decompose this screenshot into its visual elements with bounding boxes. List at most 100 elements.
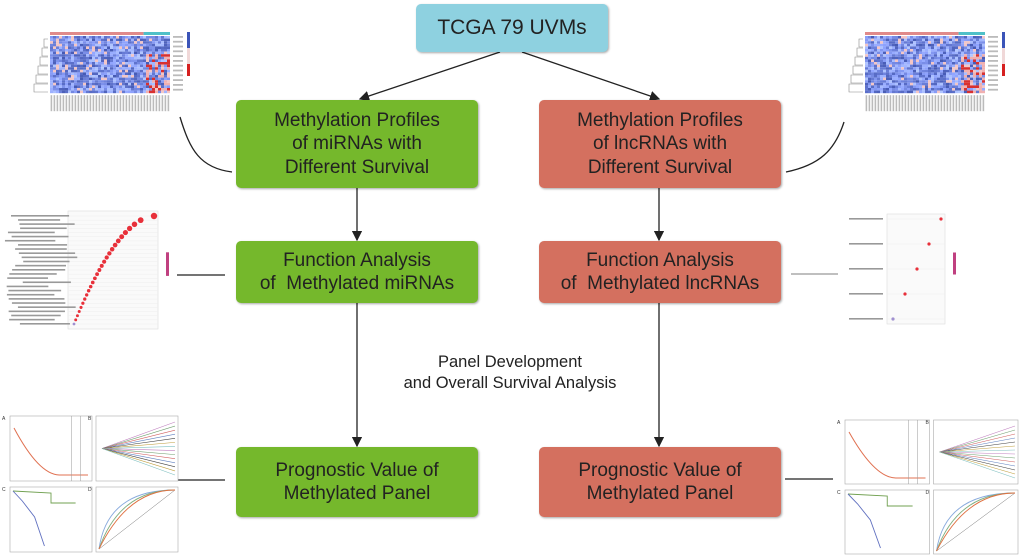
heatmap-cell [928,46,931,49]
heatmap-cell [952,67,955,70]
heatmap-cell [865,62,868,65]
heatmap-cell [110,90,113,94]
heatmap-cell [889,88,892,91]
heatmap-label [940,95,943,112]
heatmap-cell [877,56,880,60]
heatmap-cell [946,64,949,68]
heatmap-cell [946,62,949,65]
heatmap-cell [125,41,128,44]
heatmap-cell [158,72,161,75]
enrichment-dot [93,276,97,281]
heatmap-cell [877,46,880,49]
heatmap-cell [955,46,958,49]
heatmap-cell [901,90,904,94]
heatmap-cell [119,36,122,39]
heatmap-cell [868,41,871,44]
heatmap-cell [967,88,970,91]
heatmap-cell [970,77,973,81]
heatmap-cell [919,59,922,62]
heatmap-cell [940,85,943,88]
heatmap-cell [883,51,886,55]
heatmap-cell [167,41,170,44]
heatmap-cell [886,41,889,44]
heatmap-cell [925,72,928,75]
heatmap-cell [880,67,883,70]
heatmap-cell [907,77,910,81]
heatmap-label [889,95,892,112]
heatmap-cell [98,80,101,83]
mirna-profiles-line-2: of miRNAs with [292,133,422,155]
heatmap-cell [65,88,68,91]
heatmap-cell [56,51,59,55]
heatmap-cell [865,90,868,94]
heatmap-cell [101,54,104,57]
heatmap-cell [95,88,98,91]
heatmap-cell [895,72,898,75]
heatmap-cell [74,67,77,70]
heatmap-cell [880,62,883,65]
heatmap-label [937,95,940,112]
heatmap-cell [898,54,901,57]
heatmap-cell [970,90,973,94]
heatmap-cell [910,75,913,78]
heatmap-cell [895,43,898,47]
heatmap-cell [53,72,56,75]
enrichment-dot [927,242,931,246]
heatmap-cell [916,43,919,47]
heatmap-cell [62,80,65,83]
heatmap-cell [56,90,59,94]
pathway-label [849,243,883,245]
heatmap-cell [155,46,158,49]
heatmap-cell [80,72,83,75]
heatmap-cell [50,85,53,88]
heatmap-cell [83,90,86,94]
heatmap-cell [68,69,71,73]
heatmap-cell [955,62,958,65]
heatmap-cell [952,80,955,83]
heatmap-cell [119,51,122,55]
heatmap-cell [89,43,92,47]
heatmap-cell [925,67,928,70]
heatmap-cell [101,51,104,55]
heatmap-cell [913,90,916,94]
heatmap-cell [877,80,880,83]
heatmap-cell [161,43,164,47]
heatmap-cell [949,62,952,65]
heatmap-cell [107,72,110,75]
heatmap-cell [77,38,80,42]
heatmap-cell [83,72,86,75]
heatmap-cell [916,36,919,39]
heatmap-cell [964,59,967,62]
heatmap-cell [125,62,128,65]
heatmap-cell [122,41,125,44]
heatmap-cell [895,69,898,73]
roc-curve [936,492,1016,552]
heatmap-cell [925,59,928,62]
heatmap-cell [967,56,970,60]
heatmap-cell [886,43,889,47]
heatmap-cell [979,49,982,52]
heatmap-cell [146,82,149,86]
heatmap-cell [952,62,955,65]
heatmap-cell [973,41,976,44]
coef-path [939,425,1016,453]
heatmap-cell [895,41,898,44]
heatmap-cell [107,36,110,39]
heatmap-cell [871,77,874,81]
coef-path [939,433,1016,453]
heatmap-cell [952,41,955,44]
pvalue-legend [166,252,169,276]
heatmap-cell [925,49,928,52]
heatmap-cell [949,77,952,81]
coef-path [939,437,1016,453]
heatmap-cell [958,59,961,62]
heatmap-cell [928,62,931,65]
heatmap-cell [961,69,964,73]
heatmap-cell [77,51,80,55]
heatmap-cell [925,54,928,57]
heatmap-cell [146,43,149,47]
heatmap-cell [919,38,922,42]
heatmap-cell [71,36,74,39]
heatmap-cell [86,77,89,81]
heatmap-cell [910,77,913,81]
